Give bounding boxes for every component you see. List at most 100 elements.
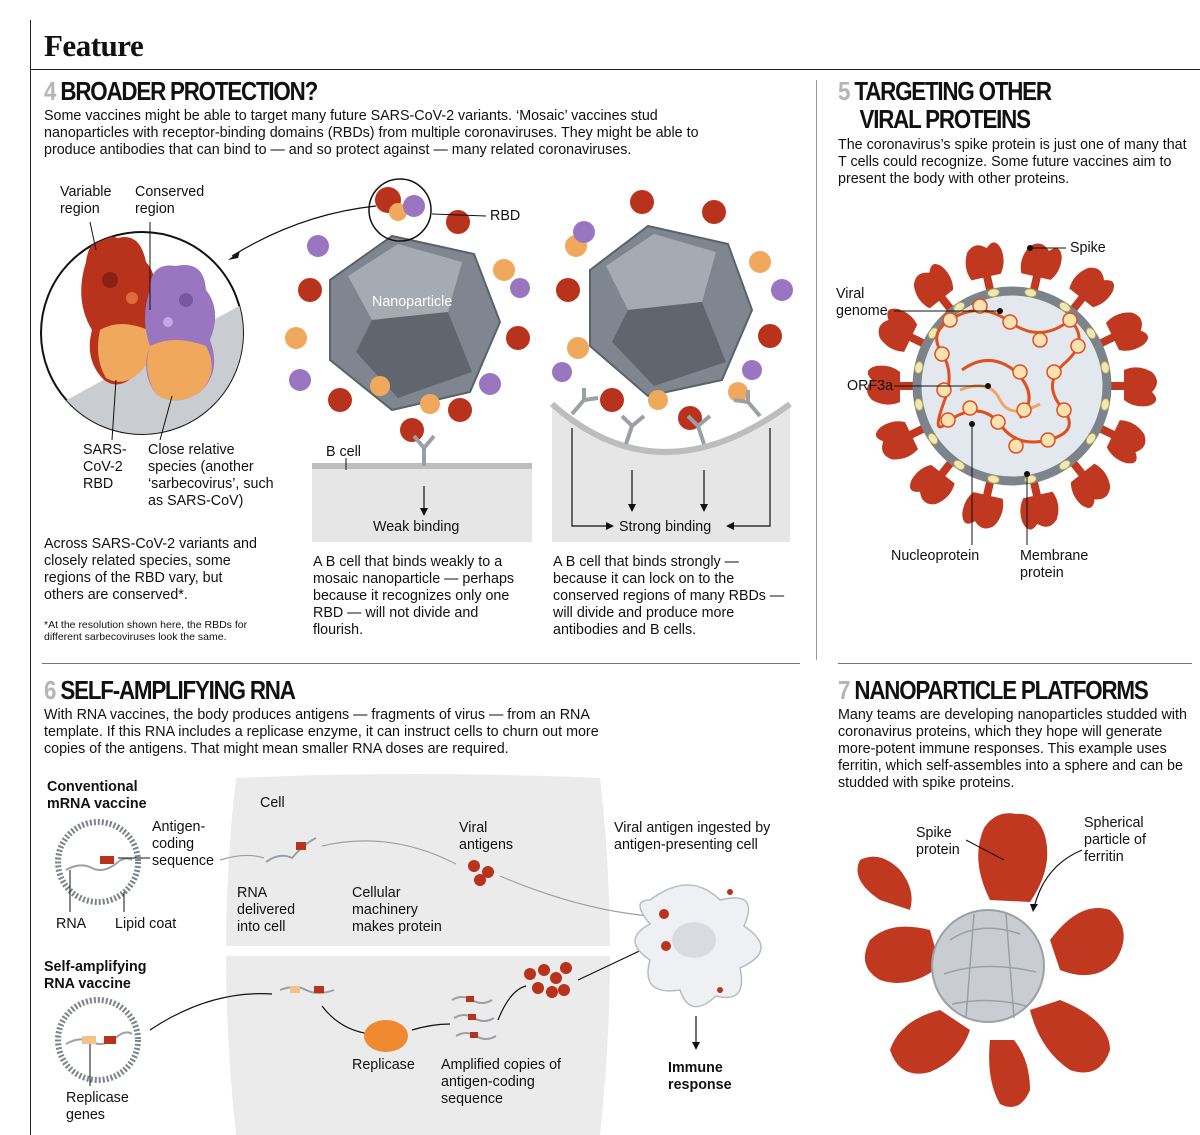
section4-caption-right: A B cell that binds strongly — because i…	[553, 554, 785, 638]
label-spike-protein: Spike protein	[916, 825, 960, 858]
membrane-protein	[1100, 361, 1110, 374]
leader-spherical-arrowhead	[1030, 904, 1038, 912]
label-variable-region: Variable region	[60, 184, 112, 217]
delivered-rna	[265, 837, 317, 863]
apc-nucleus	[672, 922, 716, 958]
nucleoprotein	[940, 412, 956, 428]
rbd-texture	[179, 293, 193, 307]
strong-arrowhead-left	[606, 522, 614, 530]
membrane-protein	[914, 398, 924, 411]
strong-arrowhead-1	[628, 504, 636, 512]
strong-panel-membrane	[550, 401, 792, 455]
spike-protein	[1108, 367, 1157, 407]
label-cell: Cell	[260, 795, 285, 811]
nucleoprotein	[1012, 364, 1028, 380]
b-cell-receptors-strong	[570, 388, 762, 445]
label-rna: RNA	[56, 916, 87, 932]
nucleoprotein	[1002, 314, 1018, 330]
arrowhead-immune-response	[692, 1042, 700, 1050]
antigen-cluster	[524, 962, 572, 998]
arrow-conventional-in	[219, 854, 265, 861]
rbd-texture	[163, 317, 173, 327]
label-antigen-coding: Antigen-coding sequence	[152, 819, 215, 869]
nucleoprotein	[1070, 338, 1086, 354]
rbd-highlight-circle	[368, 178, 432, 242]
label-amplified: Amplified copies of antigen-coding seque…	[441, 1057, 561, 1107]
label-spike: Spike	[1070, 240, 1106, 256]
spike-protein	[1020, 243, 1062, 294]
label-close-relative: Close relative species (another ‘sarbeco…	[148, 442, 274, 509]
saRNA-delivered-antigen	[314, 986, 324, 993]
relative-rbd-conserved	[147, 340, 212, 401]
b-cell-receptor-weak	[412, 434, 436, 466]
section4-caption-left: Across SARS-CoV-2 variants and closely r…	[44, 536, 257, 603]
left-margin-rule	[30, 20, 31, 1135]
cell-divider-band	[222, 946, 616, 956]
apc-antigen	[661, 941, 671, 951]
spike-protein	[965, 242, 1004, 294]
leader-rbd	[431, 213, 487, 217]
label-weak-binding: Weak binding	[373, 519, 460, 535]
section4-caption-mid: A B cell that binds weakly to a mosaic n…	[313, 554, 515, 638]
leader-sars	[111, 379, 117, 441]
membrane-protein	[1058, 301, 1071, 313]
membrane-protein	[1085, 432, 1097, 445]
section4-footnote: *At the resolution shown here, the RBDs …	[44, 619, 248, 643]
label-conventional: Conventional mRNA vaccine	[47, 779, 147, 812]
label-immune-response: Immune response	[668, 1060, 732, 1093]
strong-bracket-left	[571, 428, 606, 527]
apc-presented-antigen	[717, 987, 723, 993]
apc-antigen	[659, 909, 669, 919]
arrow-to-amplified	[411, 1023, 451, 1031]
section5-number: 5	[838, 76, 850, 106]
membrane-protein	[953, 459, 966, 471]
label-nanoparticle: Nanoparticle	[372, 294, 453, 310]
label-sars-cov2-rbd: SARS-CoV-2 RBD	[83, 442, 127, 492]
strong-arrowhead-2	[700, 504, 708, 512]
label-membrane-protein: Membrane protein	[1020, 548, 1089, 581]
weak-arrowhead	[420, 508, 428, 516]
membrane-protein	[1058, 459, 1071, 471]
viral-antigen-blobs	[468, 860, 494, 886]
label-spherical: Spherical particle of ferritin	[1084, 815, 1146, 865]
conventional-lipid-coat	[55, 819, 141, 905]
label-viral-genome: Viral genome	[836, 286, 888, 319]
zoom-arrow	[231, 205, 377, 257]
rbd-texture	[102, 272, 118, 288]
replicase-enzyme	[364, 1020, 408, 1052]
section7-title-text: NANOPARTICLE PLATFORMS	[854, 675, 1148, 705]
page-title: Feature	[44, 28, 144, 63]
strong-arrowhead-right	[726, 522, 734, 530]
label-rna-delivered: RNA delivered into cell	[237, 885, 296, 935]
membrane-proteins	[914, 288, 1110, 484]
amplified-antigen-marks	[466, 996, 478, 1038]
membrane-protein	[987, 288, 1000, 298]
delivered-antigen-seq	[296, 842, 306, 850]
nucleoprotein	[1008, 438, 1024, 454]
sars-cov2-rbd-conserved	[98, 324, 153, 382]
leader-dot-genome	[997, 308, 1003, 314]
section4-title-text: BROADER PROTECTION?	[60, 76, 318, 106]
nanoparticle-weak	[329, 234, 502, 412]
ferritin-spikes	[857, 813, 1124, 1107]
section7-number: 7	[838, 675, 850, 705]
label-self-amplifying: Self-amplifying RNA vaccine	[44, 959, 147, 992]
membrane-protein	[1024, 474, 1037, 484]
saRNA-lipid-coat	[55, 997, 141, 1083]
nucleoprotein	[942, 312, 958, 328]
arrow-to-apc-1	[499, 875, 651, 917]
saRNA-delivered-replicase	[290, 986, 300, 993]
label-ingested: Viral antigen ingested by antigen-presen…	[614, 820, 771, 853]
column-divider	[816, 80, 817, 660]
leader-dot-orf3a	[985, 383, 991, 389]
section7-intro: Many teams are developing nanoparticles …	[838, 707, 1187, 791]
membrane-protein	[1085, 327, 1097, 340]
leader-dot-spike	[1027, 245, 1033, 251]
membrane-protein	[1100, 398, 1110, 411]
saRNA-replicase-genes	[82, 1036, 96, 1044]
